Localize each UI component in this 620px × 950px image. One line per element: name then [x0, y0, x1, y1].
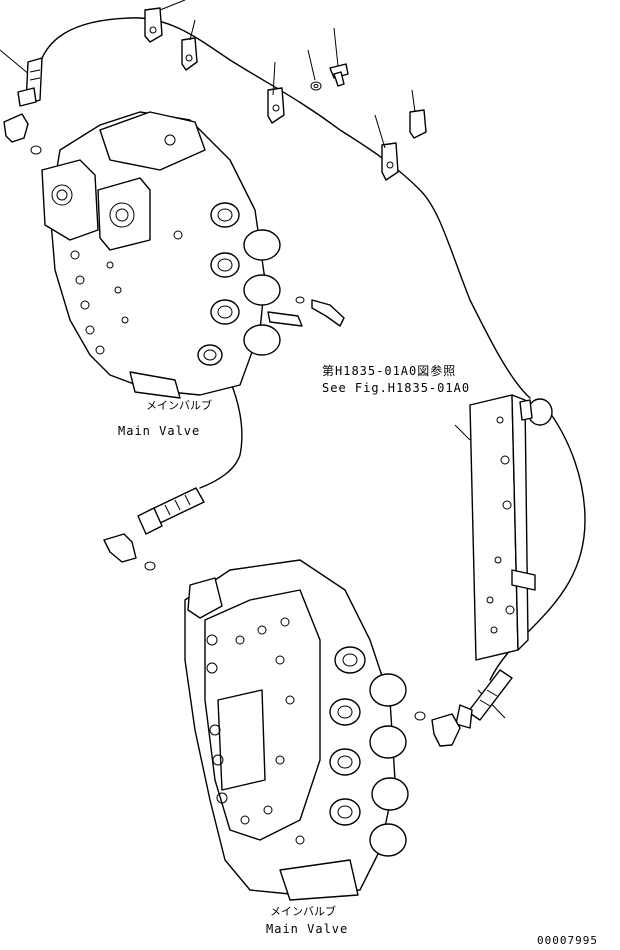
- elbow-fitting-upper: [3, 113, 42, 155]
- upper-valve-side-fitting: [267, 296, 345, 327]
- lower-valve-label-jp: メインバルブ: [270, 905, 336, 918]
- middle-hose-end-fitting: [137, 487, 205, 535]
- washer: [310, 81, 322, 91]
- hose-clamp-1: [144, 7, 163, 43]
- middle-elbow-fitting: [103, 533, 156, 571]
- lower-spool-caps: [329, 646, 409, 857]
- drawing-number: 00007995: [537, 934, 598, 947]
- upper-valve-label-jp: メインバルブ: [146, 399, 212, 412]
- reference-label-en: See Fig.H1835-01A0: [322, 381, 471, 395]
- upper-spool-caps: [197, 202, 281, 366]
- hose-clamp-3: [267, 87, 285, 124]
- lower-valve-label-en: Main Valve: [266, 922, 349, 936]
- hose-end-fitting-upper: [17, 57, 43, 107]
- lower-right-elbow-fitting: [414, 711, 461, 747]
- hose-clamp-4: [381, 142, 399, 181]
- upper-valve-label-en: Main Valve: [118, 424, 201, 438]
- lower-main-valve: [184, 559, 409, 901]
- hose-clamp-2: [181, 37, 198, 71]
- reference-label-jp: 第H1835-01A0図参照: [322, 364, 457, 378]
- bolt: [329, 63, 349, 87]
- bracket-plate: [469, 394, 553, 661]
- lower-right-hose-end-fitting: [455, 669, 513, 729]
- upper-main-valve: [41, 111, 281, 399]
- hose-clamp-5: [409, 109, 427, 139]
